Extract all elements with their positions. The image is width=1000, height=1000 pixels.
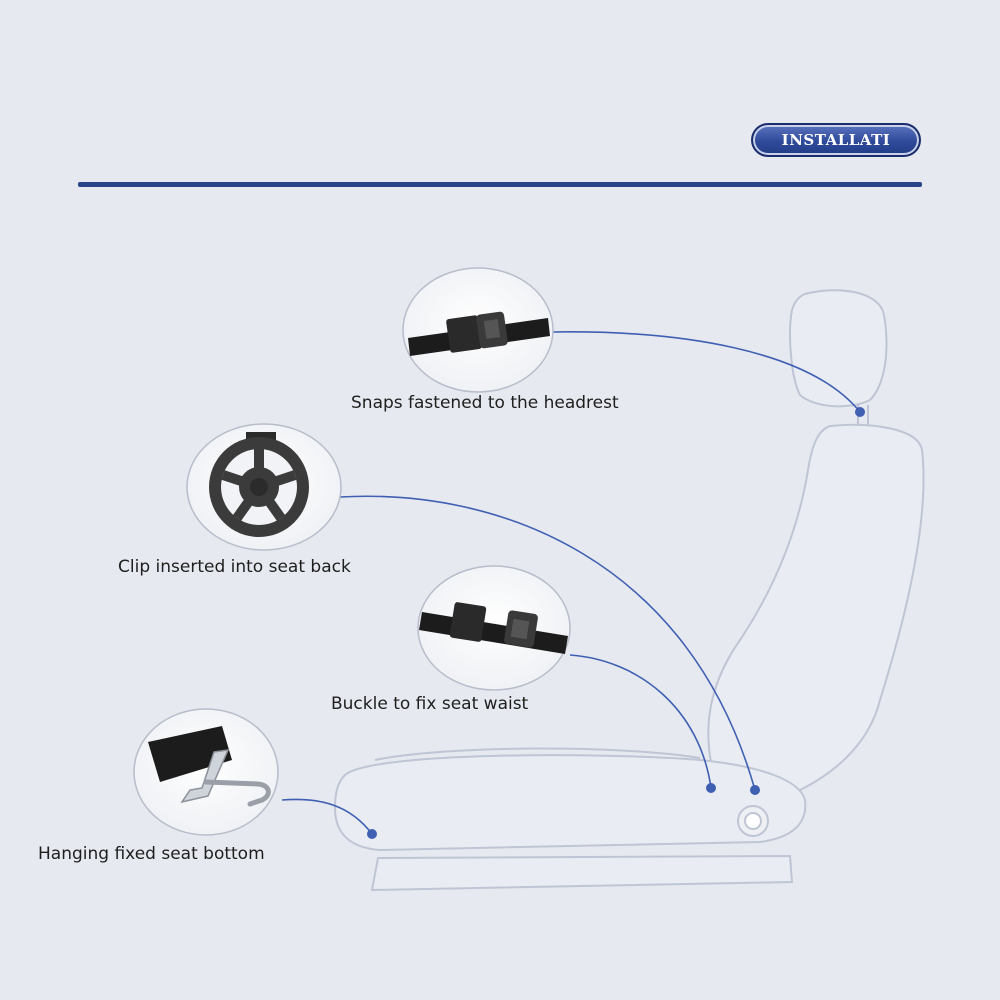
seat-cushion <box>333 754 807 852</box>
attach-point-seat-bottom <box>367 829 377 839</box>
leader-seat-back <box>339 495 756 791</box>
clip-wheel-icon <box>209 432 309 537</box>
callout-label-seat-back: Clip inserted into seat back <box>118 557 351 577</box>
detail-seat-waist-buckle <box>417 565 571 691</box>
callout-label-seat-bottom: Hanging fixed seat bottom <box>38 844 265 864</box>
callout-label-headrest: Snaps fastened to the headrest <box>351 393 619 413</box>
header-divider <box>78 182 922 187</box>
strap-buckle-icon <box>408 311 550 356</box>
attach-point-seat-back <box>750 785 760 795</box>
seat-headrest <box>789 289 888 408</box>
callout-label-seat-waist: Buckle to fix seat waist <box>331 694 529 714</box>
attach-points <box>367 407 865 839</box>
badge-label: INSTALLATI <box>781 131 891 149</box>
car-seat-illustration <box>333 289 925 892</box>
leader-lines <box>281 331 861 835</box>
attach-point-seat-waist <box>706 783 716 793</box>
leader-headrest <box>551 331 861 413</box>
attach-point-headrest <box>855 407 865 417</box>
waist-buckle-icon <box>419 602 568 654</box>
leader-seat-waist <box>569 654 712 789</box>
seat-bolster <box>374 747 701 761</box>
detail-seat-back-clip <box>186 423 342 551</box>
leader-seat-bottom <box>281 798 373 835</box>
detail-seat-bottom-hook <box>133 708 279 836</box>
hook-icon <box>148 726 271 807</box>
seat-base-rail <box>370 854 794 892</box>
detail-headrest-snap <box>402 267 554 393</box>
installation-badge: INSTALLATI <box>751 123 921 157</box>
seat-backrest <box>707 423 925 797</box>
